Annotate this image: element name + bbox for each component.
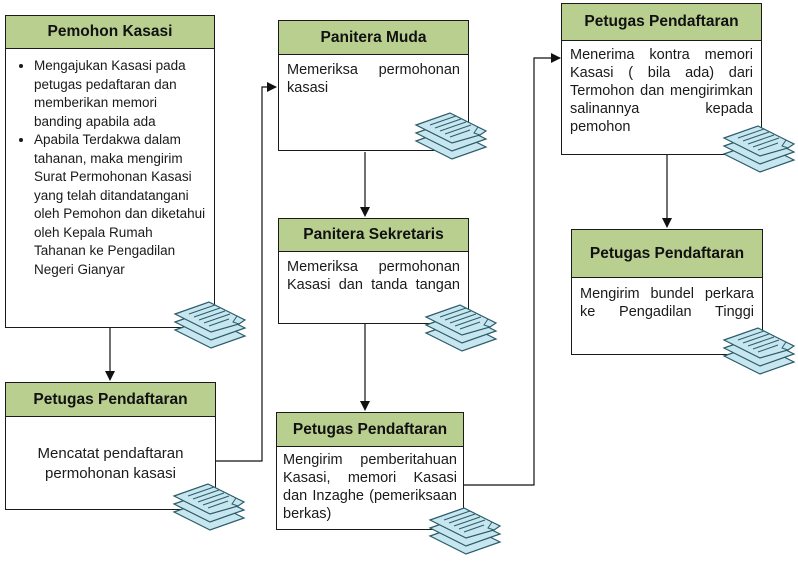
list-item: Apabila Terdakwa dalam tahanan, maka men… bbox=[34, 131, 206, 279]
box-pemohon-kasasi: Pemohon Kasasi Mengajukan Kasasi pada pe… bbox=[5, 15, 215, 328]
box-text: Menerima kontra memori Kasasi ( bila ada… bbox=[562, 41, 761, 136]
stacked-documents-icon bbox=[415, 112, 487, 160]
box-text: Mengirim pemberitahuan Kasasi, memori Ka… bbox=[277, 447, 463, 523]
arrow-petugas2-to-petugas3 bbox=[464, 53, 561, 486]
stacked-documents-icon bbox=[723, 125, 795, 173]
stacked-documents-icon bbox=[723, 327, 795, 375]
stacked-documents-icon bbox=[429, 507, 501, 555]
box-petugas-pendaftaran-4: Petugas Pendaftaran Mengirim bundel perk… bbox=[571, 229, 763, 355]
box-header: Petugas Pendaftaran bbox=[572, 230, 762, 278]
stacked-documents-icon bbox=[174, 301, 246, 349]
box-text-content: Mengirim bundel perkara ke Pengadilan Ti… bbox=[580, 286, 754, 320]
box-petugas-pendaftaran-2: Petugas Pendaftaran Mengirim pemberitahu… bbox=[276, 412, 464, 530]
box-text: Mengirim bundel perkara ke Pengadilan Ti… bbox=[572, 278, 762, 321]
box-petugas-pendaftaran-1: Petugas Pendaftaran Mencatat pendaftaran… bbox=[5, 382, 216, 510]
box-text-content: Menerima kontra memori Kasasi ( bila ada… bbox=[570, 47, 753, 135]
box-header: Petugas Pendaftaran bbox=[562, 4, 761, 41]
box-text: Mencatat pendaftaran permohonan kasasi bbox=[37, 445, 184, 482]
box-petugas-pendaftaran-3: Petugas Pendaftaran Menerima kontra memo… bbox=[561, 3, 762, 155]
box-text: Memeriksa permohonan kasasi bbox=[279, 55, 468, 97]
list-item: Mengajukan Kasasi pada petugas pedaftara… bbox=[34, 57, 206, 131]
arrow-petugas1-to-panitera-muda bbox=[216, 82, 277, 462]
box-text: Memeriksa permohonan Kasasi dan tanda ta… bbox=[279, 252, 468, 294]
box-text-content: Memeriksa permohonan kasasi bbox=[287, 62, 460, 96]
box-header: Panitera Sekretaris bbox=[279, 219, 468, 252]
box-text-content: Mengirim pemberitahuan Kasasi, memori Ka… bbox=[283, 452, 457, 522]
stacked-documents-icon bbox=[173, 483, 245, 531]
box-header: Pemohon Kasasi bbox=[6, 16, 214, 49]
box-header: Petugas Pendaftaran bbox=[277, 413, 463, 447]
stacked-documents-icon bbox=[425, 304, 497, 352]
box-header: Petugas Pendaftaran bbox=[6, 383, 215, 417]
box-panitera-sekretaris: Panitera Sekretaris Memeriksa permohonan… bbox=[278, 218, 469, 324]
box-text-content: Memeriksa permohonan Kasasi dan tanda ta… bbox=[287, 259, 460, 293]
bullet-list: Mengajukan Kasasi pada petugas pedaftara… bbox=[14, 57, 206, 279]
box-header: Panitera Muda bbox=[279, 21, 468, 55]
